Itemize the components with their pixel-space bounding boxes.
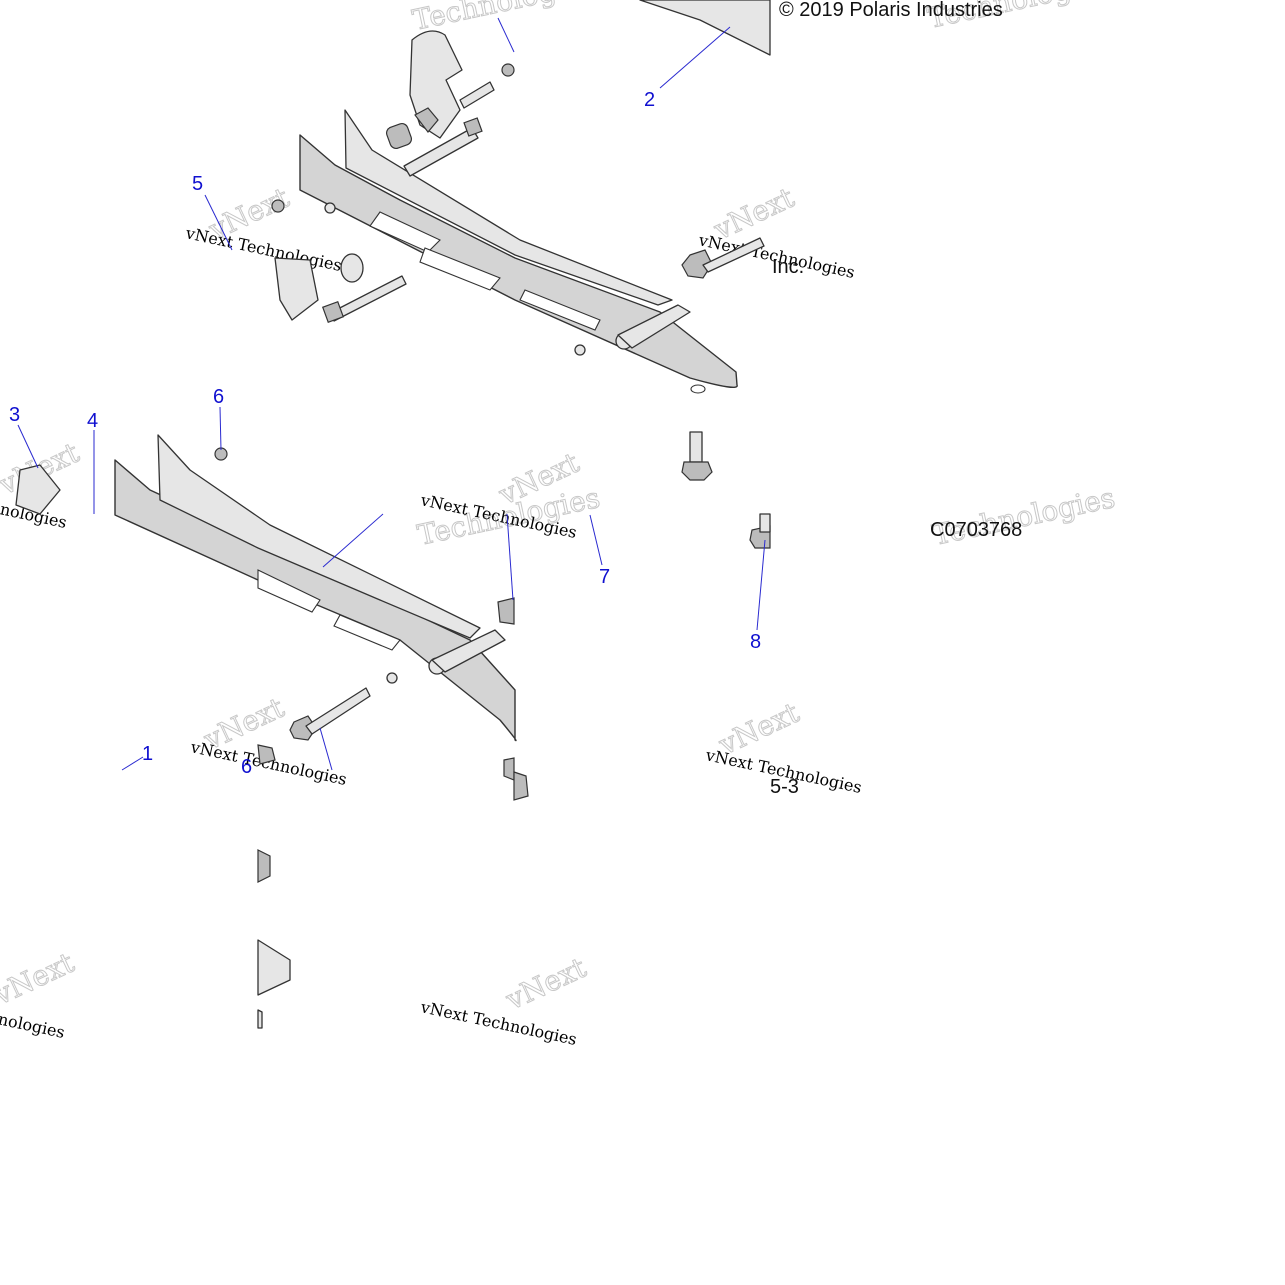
upper-rail — [299, 0, 771, 394]
callout-7: 7 — [599, 566, 610, 588]
copyright-tail: Inc. — [772, 256, 804, 278]
callout-6-lower: 6 — [241, 756, 252, 778]
callout-2: 2 — [644, 89, 655, 111]
callout-4: 4 — [87, 410, 98, 432]
watermark-brand: vNext — [0, 946, 80, 1012]
callout-numbers: 1 2 3 4 5 6 6 7 8 — [9, 89, 761, 778]
callout-8: 8 — [750, 631, 761, 653]
latch-upper — [271, 30, 515, 324]
watermark-brand: vNext — [500, 951, 592, 1017]
info-text: © 2019 Polaris Industries Inc. C0703768 … — [770, 0, 1022, 798]
callout-3: 3 — [9, 404, 20, 426]
hardware — [15, 237, 771, 883]
drawing-code: C0703768 — [930, 519, 1022, 541]
page-fragment: 5-3 — [770, 776, 799, 798]
watermark-line: vNext Technologies — [418, 997, 578, 1049]
watermark-short: Technologies — [930, 481, 1118, 552]
callout-6: 6 — [213, 386, 224, 408]
lower-rail — [114, 434, 517, 1029]
callout-1: 1 — [142, 743, 153, 765]
leader-lines — [17, 17, 766, 771]
callout-5: 5 — [192, 173, 203, 195]
watermark-line: vNext Technologies — [183, 223, 343, 275]
copyright-text: © 2019 Polaris Industries — [779, 0, 1003, 21]
